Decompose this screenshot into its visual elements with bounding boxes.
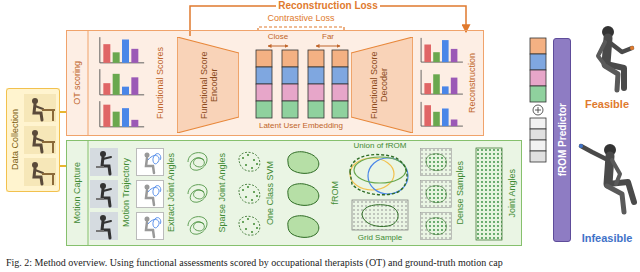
stage-label: Grid Sample xyxy=(358,233,402,242)
node-text: Functional Score Encoder xyxy=(200,51,220,119)
stage-label: fROM xyxy=(331,181,341,205)
stage-label: Union of fROM xyxy=(354,141,407,150)
node-text: OT scoring xyxy=(73,61,83,105)
stage-label: Joint Angles xyxy=(508,169,518,218)
motion-capture-band: Motion Capture xyxy=(66,140,522,246)
relation-label: Far xyxy=(322,32,334,41)
stage-label: Functional Scores xyxy=(156,47,166,119)
loss-brackets xyxy=(190,6,466,46)
node-text: Data Collection xyxy=(11,109,21,170)
encoder-trapezoid: Functional Score Encoder xyxy=(177,37,239,133)
data-collection-photos xyxy=(24,94,56,186)
node-text: Motion Capture xyxy=(73,162,83,224)
ot-scoring-band: OT scoring Functional Score Encoder Functi… xyxy=(66,30,484,136)
motion-pipeline-figures xyxy=(90,148,502,240)
stage-label: Latent User Embedding xyxy=(259,121,343,130)
decoder-trapezoid: Functional Score Decoder xyxy=(351,37,413,133)
node-text: Functional Score Decoder xyxy=(370,51,390,119)
feasible-pose xyxy=(598,26,634,90)
relation-label: Close xyxy=(268,32,288,41)
stage-label: Motion Trajectory xyxy=(122,158,132,227)
outcome-label: Feasible xyxy=(585,98,629,111)
stage-label: Dense Samples xyxy=(456,161,466,225)
outcome-label: Infeasible xyxy=(582,232,633,245)
predictor-input-vectors xyxy=(530,38,546,162)
panel-grounds xyxy=(6,30,522,246)
stage-label: Reconstruction xyxy=(468,53,478,113)
stage-label: One Class SVM xyxy=(266,161,276,225)
figure-caption: Fig. 2: Method overview. Using functiona… xyxy=(6,257,503,269)
predictor-box: fROM Predictor xyxy=(553,38,571,242)
infeasible-pose xyxy=(579,144,634,212)
latent-embedding-vectors xyxy=(256,50,348,118)
data-collection-box: Data Collection xyxy=(6,88,60,192)
stage-label: Sparse Joint Angles xyxy=(218,153,228,233)
node-text: fROM Predictor xyxy=(557,103,568,176)
loss-label: Contrastive Loss xyxy=(265,13,336,23)
loss-label: Reconstruction Loss xyxy=(276,0,379,12)
stage-label: Extract Joint Angles xyxy=(167,153,177,232)
